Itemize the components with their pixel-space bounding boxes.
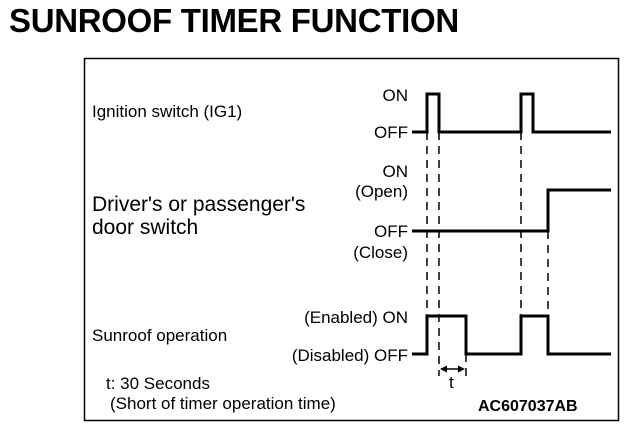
timer-note-line2: (Short of timer operation time) — [110, 394, 336, 413]
sunroof-label: Sunroof operation — [92, 326, 227, 345]
page-title: SUNROOF TIMER FUNCTION — [9, 2, 459, 39]
ignition-off-label: OFF — [374, 123, 408, 142]
door-label-line1: Driver's or passenger's — [92, 193, 305, 216]
timer-symbol: t — [449, 373, 454, 392]
door-waveform — [412, 188, 611, 233]
door-open-label: (Open) — [355, 182, 408, 201]
timing-guides — [426, 132, 549, 376]
timer-note-line1: t: 30 Seconds — [106, 374, 210, 393]
figure-code: AC607037AB — [478, 398, 578, 415]
diagram-frame — [83, 57, 620, 422]
door-label-line2: door switch — [92, 216, 198, 239]
door-on-label: ON — [383, 162, 409, 181]
sunroof-waveform — [412, 314, 611, 356]
ignition-label: Ignition switch (IG1) — [92, 102, 242, 121]
sunroof-off-label: (Disabled) OFF — [292, 346, 408, 365]
sunroof-on-label: (Enabled) ON — [304, 308, 408, 327]
ignition-waveform — [412, 92, 611, 134]
door-close-label: (Close) — [353, 243, 408, 262]
timer-dimension-arrow — [440, 365, 465, 373]
ignition-on-label: ON — [383, 86, 409, 105]
door-off-label: OFF — [374, 222, 408, 241]
